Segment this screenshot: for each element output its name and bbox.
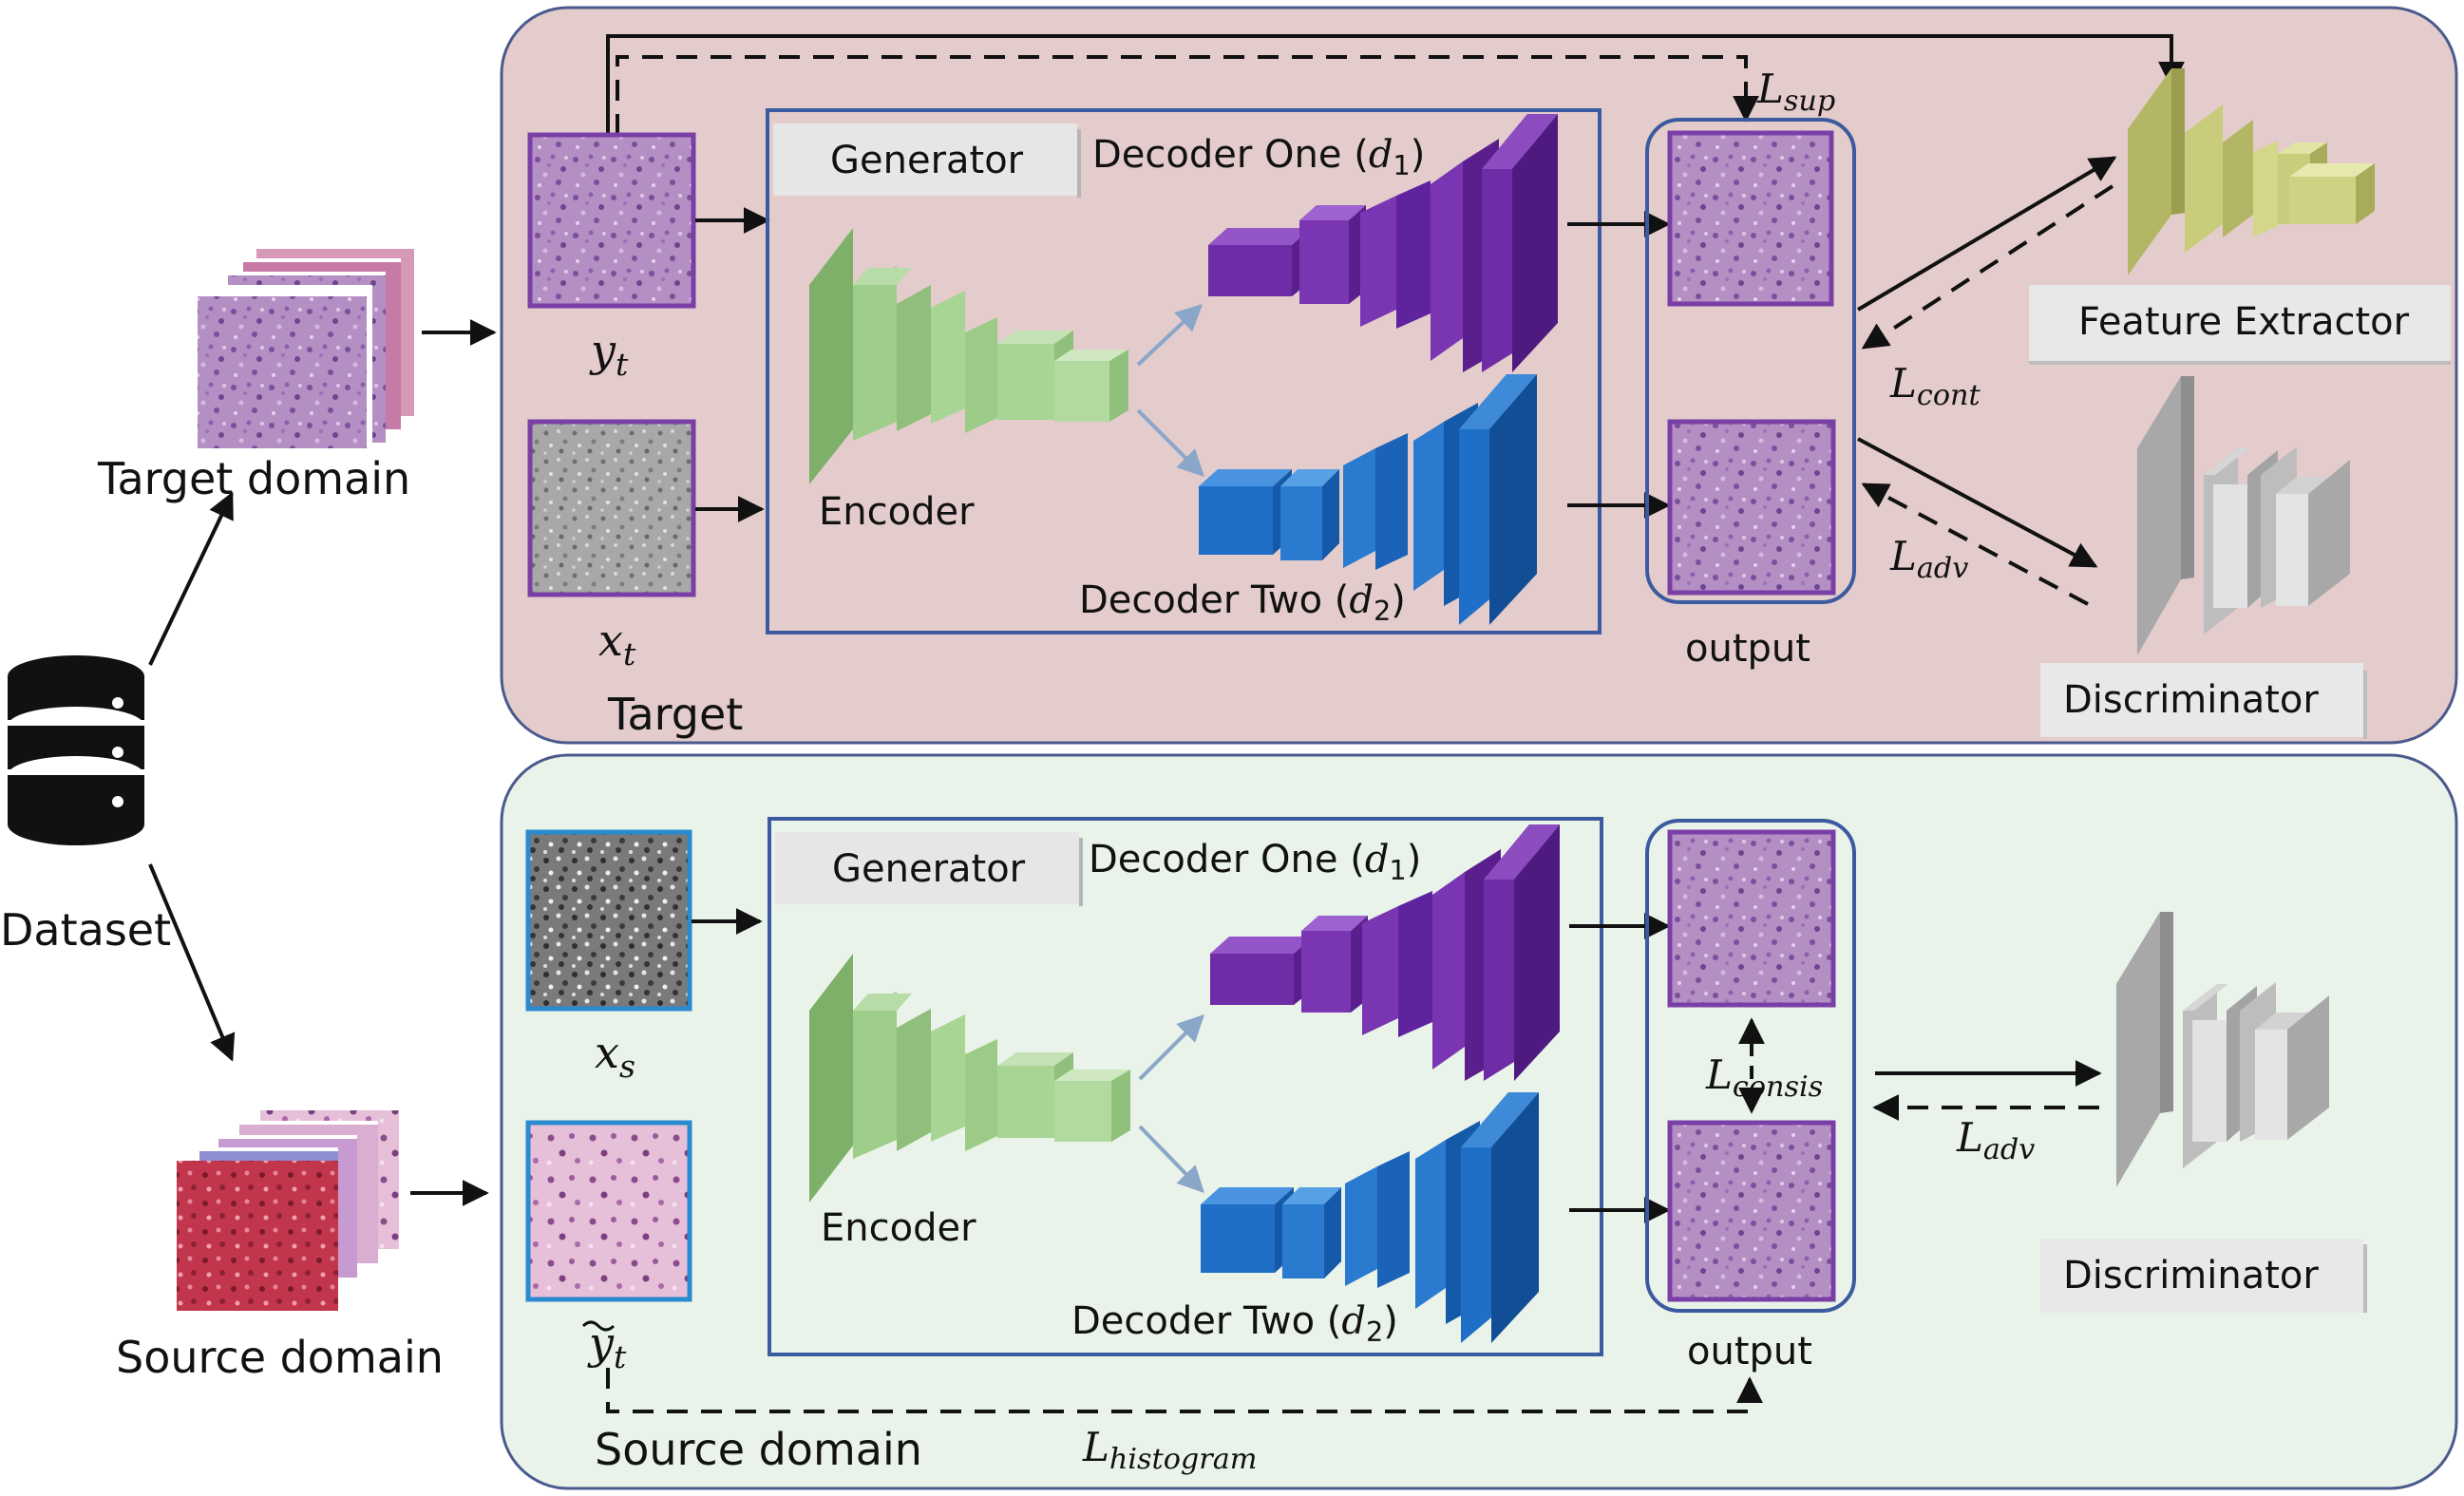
source-generator-box	[768, 817, 1603, 1356]
source-discriminator-shape	[2116, 912, 2329, 1187]
feature-extractor-shape	[2128, 68, 2375, 275]
source-output-label: output	[1687, 1330, 1812, 1373]
target-discriminator-shape	[2137, 376, 2350, 655]
feature-extractor-label: Feature Extractor	[2078, 300, 2410, 344]
loss-histogram-label: Lhistogram	[1082, 1424, 1257, 1476]
target-decoder-two-shape	[1199, 374, 1537, 625]
target-panel-label: Target	[607, 689, 743, 740]
xs-label: xs	[595, 1027, 635, 1085]
source-decoder-one-shape	[1210, 824, 1560, 1081]
loss-consis-label: Lconsis	[1705, 1051, 1823, 1104]
target-output-image-one	[1667, 130, 1834, 307]
target-output-label: output	[1685, 627, 1810, 671]
loss-adv-target-label: Ladv	[1889, 533, 1968, 585]
database-icon	[8, 655, 144, 845]
arrow-dataset-to-source	[148, 863, 236, 1062]
xt-label: xt	[598, 615, 636, 672]
yt-tilde-image	[525, 1120, 692, 1302]
arrow-loss-sup	[616, 55, 1759, 135]
yt-tilde-label: yt	[581, 1317, 627, 1375]
target-generator-label: Generator	[830, 139, 1024, 182]
yt-label: yt	[589, 325, 629, 383]
source-encoder-shape	[809, 954, 1130, 1202]
target-encoder-label: Encoder	[819, 490, 975, 534]
source-generator-tag	[775, 832, 1079, 904]
target-generator-tag	[773, 123, 1077, 196]
dataset-label: Dataset	[0, 904, 171, 956]
xs-image	[525, 829, 692, 1012]
arrow-loss-adv-target	[1861, 483, 2089, 606]
source-panel-label: Source domain	[595, 1424, 922, 1475]
target-domain-image-stack	[198, 245, 414, 456]
target-output-box	[1645, 118, 1856, 604]
loss-cont-label: Lcont	[1889, 360, 1981, 412]
arrow-yt-to-feature-extractor	[606, 34, 2185, 135]
arrow-output-to-discriminator	[1857, 437, 2098, 568]
source-output-box	[1645, 819, 1856, 1313]
arrow-dataset-to-target	[148, 491, 234, 666]
arrow-encoder-to-decoder-one	[1136, 304, 1204, 367]
source-decoder-two-label: Decoder Two (d2)	[1071, 1299, 1398, 1348]
yt-image	[527, 132, 696, 309]
target-generator-box	[766, 108, 1602, 634]
arrow-loss-histogram	[606, 1368, 1763, 1413]
target-decoder-one-shape	[1208, 114, 1558, 372]
target-output-image-two	[1667, 419, 1836, 596]
arrow-output-to-feature-extractor	[1856, 156, 2117, 312]
target-domain-label: Target domain	[97, 453, 410, 504]
source-domain-image-stack	[177, 1107, 399, 1311]
target-discriminator-tag	[2040, 663, 2363, 737]
source-domain-label: Source domain	[116, 1332, 444, 1383]
arrow-source-encoder-to-decoder-two	[1138, 1125, 1204, 1194]
target-discriminator-label: Discriminator	[2063, 678, 2319, 722]
arrow-source-encoder-to-decoder-one	[1138, 1014, 1204, 1081]
source-output-image-two	[1667, 1120, 1836, 1302]
source-discriminator-tag	[2040, 1239, 2363, 1313]
source-encoder-label: Encoder	[821, 1206, 976, 1250]
source-decoder-two-shape	[1201, 1092, 1539, 1343]
target-decoder-one-label: Decoder One (d1)	[1092, 133, 1425, 181]
target-encoder-shape	[809, 228, 1128, 484]
source-discriminator-label: Discriminator	[2063, 1254, 2319, 1297]
arrow-loss-cont	[1861, 184, 2114, 350]
source-decoder-one-label: Decoder One (d1)	[1089, 838, 1421, 886]
feature-extractor-tag	[2029, 285, 2451, 361]
xt-image	[527, 419, 696, 597]
svg-text:yt: yt	[587, 1317, 627, 1375]
loss-adv-source-label: Ladv	[1956, 1114, 2035, 1166]
arrow-encoder-to-decoder-two	[1136, 408, 1204, 477]
source-generator-label: Generator	[832, 847, 1026, 891]
source-output-image-one	[1667, 829, 1836, 1008]
target-decoder-two-label: Decoder Two (d2)	[1079, 578, 1406, 627]
loss-sup-label: Lsup	[1756, 66, 1835, 118]
